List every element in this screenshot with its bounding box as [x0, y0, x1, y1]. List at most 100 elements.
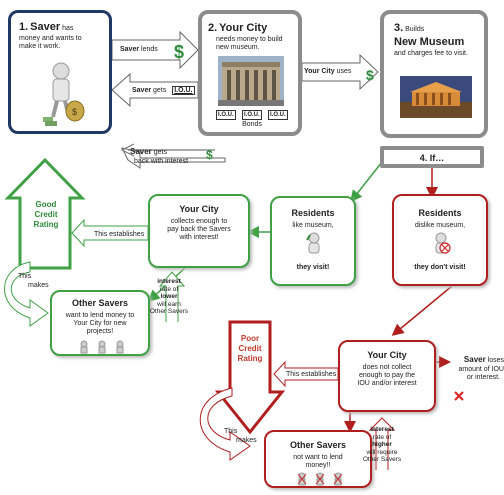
saver-loses-2: amount of IOU	[458, 366, 504, 373]
green-residents-bold: they visit!	[296, 264, 330, 271]
red-this-label: This	[224, 428, 238, 435]
green-city-box: Your City collects enough to pay back th…	[148, 194, 250, 268]
green-residents-box: Residents like museum, they visit!	[270, 196, 356, 286]
city-uses-arrow	[301, 53, 379, 91]
poor-credit-line2: Credit	[238, 344, 262, 353]
museum-photo	[400, 76, 472, 118]
step-2-title: Your City	[219, 22, 268, 34]
city-uses-text: uses	[336, 68, 352, 75]
red-interest-3: higher	[372, 441, 392, 448]
saver-loses-1: loses	[487, 357, 504, 364]
red-city-box: Your City does not collect enough to pay…	[338, 340, 436, 412]
red-makes-label: makes	[236, 437, 257, 444]
green-savers-line3: projects!	[86, 328, 114, 335]
dollar-icon: $	[366, 67, 374, 83]
step-2-line2: new museum.	[216, 44, 260, 51]
saver-loses-3: or interest.	[466, 374, 500, 381]
step-1-number: 1.	[19, 21, 29, 33]
good-credit-line2: Credit	[34, 210, 58, 219]
saver-lends-text: lends	[141, 46, 158, 53]
if-label: 4. If…	[419, 153, 445, 163]
red-savers-box: Other Savers not want to lend money!!	[264, 430, 372, 488]
back-bold: Saver	[130, 147, 152, 156]
green-savers-title: Other Savers	[71, 298, 129, 308]
step-3-line1: and charges fee to visit.	[394, 50, 468, 57]
saver-loses-bold: Saver	[463, 355, 486, 364]
red-savers-line2: money!!	[305, 462, 331, 469]
red-establishes-label: This establishes	[286, 371, 337, 378]
savers-group-icon	[80, 340, 124, 354]
step-1-box: 1. Saver has money and wants to make it …	[8, 10, 112, 134]
red-residents-bold: they don't visit!	[414, 264, 466, 271]
green-savers-line2: Your City for new	[73, 320, 127, 327]
green-savers-box: Other Savers want to lend money to Your …	[50, 290, 150, 356]
green-interest-arrow	[158, 271, 186, 322]
poor-credit-line3: Rating	[237, 354, 263, 363]
green-establishes-label: This establishes	[94, 231, 145, 238]
savers-group-icon	[297, 472, 343, 486]
svg-text:$: $	[72, 107, 77, 117]
green-this-label: This	[18, 273, 32, 280]
green-interest-4: will earn	[157, 300, 181, 308]
step-2-box: 2. Your City needs money to build new mu…	[198, 10, 302, 136]
thumbs-up-figure-icon	[306, 232, 320, 254]
green-makes-arrow	[4, 261, 49, 327]
green-establishes-arrow	[71, 218, 149, 248]
saver-figure-icon: $	[43, 62, 85, 126]
saver-gets-text: gets	[153, 87, 167, 94]
green-makes-label: makes	[28, 282, 49, 289]
dollar-icon: $	[174, 42, 184, 62]
step-2-number: 2.	[208, 22, 218, 34]
city-building-photo	[218, 56, 284, 106]
dollar-icon: $	[206, 148, 213, 162]
bond-3: I.O.U.	[268, 110, 288, 120]
green-residents-line1: like museum,	[292, 222, 334, 229]
step-3-title: Builds	[405, 26, 425, 33]
saver-gets-arrow	[111, 72, 199, 108]
poor-credit-line1: Poor	[240, 334, 260, 343]
green-city-line1: collects enough to	[170, 218, 228, 225]
red-residents-title: Residents	[418, 208, 462, 218]
green-interest-5: Other Savers	[149, 308, 189, 315]
bonds-caption: Bonds	[242, 121, 262, 128]
green-residents-title: Residents	[291, 208, 335, 218]
saver-lends-bold: Saver	[120, 46, 140, 53]
step-3-number: 3.	[394, 22, 404, 34]
good-credit-arrow	[4, 157, 86, 270]
red-x-icon	[454, 391, 464, 401]
red-residents-box: Residents dislike museum, they don't vis…	[392, 194, 488, 286]
bond-2: I.O.U.	[242, 110, 262, 120]
green-interest-1: interest	[157, 278, 181, 285]
step-3-subtitle: New Museum	[394, 36, 465, 48]
red-city-line1: does not collect	[362, 364, 412, 371]
back-interest-arrow	[121, 147, 226, 169]
red-establishes-arrow	[273, 360, 339, 388]
red-residents-line1: dislike museum,	[414, 222, 466, 229]
good-credit-line1: Good	[35, 200, 57, 209]
back-gets: gets	[153, 149, 167, 156]
step-1-title: Saver	[30, 21, 61, 33]
back-line2: back with interest	[134, 158, 189, 165]
red-interest-4: will require	[366, 448, 398, 456]
red-makes-arrow	[199, 387, 251, 461]
saver-lends-arrow	[111, 30, 199, 70]
if-box: 4. If…	[380, 146, 484, 168]
red-city-line2: enough to pay the	[358, 372, 416, 379]
step-1-line1: has	[62, 25, 74, 32]
red-city-line3: IOU and/or interest	[357, 380, 417, 387]
saver-gets-bold: Saver	[132, 87, 152, 94]
red-savers-title: Other Savers	[289, 440, 347, 450]
red-interest-arrow	[368, 417, 396, 470]
red-city-title: Your City	[367, 350, 407, 360]
step-3-box: 3. Builds New Museum and charges fee to …	[380, 10, 488, 138]
red-savers-line1: not want to lend	[293, 454, 343, 461]
green-interest-2: rate of	[159, 285, 179, 293]
step-1-line3: make it work.	[19, 43, 61, 50]
bond-1: I.O.U.	[216, 110, 236, 120]
green-savers-line1: want to lend money to	[65, 312, 135, 319]
green-city-line2: pay back the Savers	[167, 226, 231, 233]
step-2-line1: needs money to build	[216, 36, 283, 43]
green-interest-3: lower	[160, 293, 178, 300]
red-interest-5: Other Savers	[362, 456, 402, 463]
